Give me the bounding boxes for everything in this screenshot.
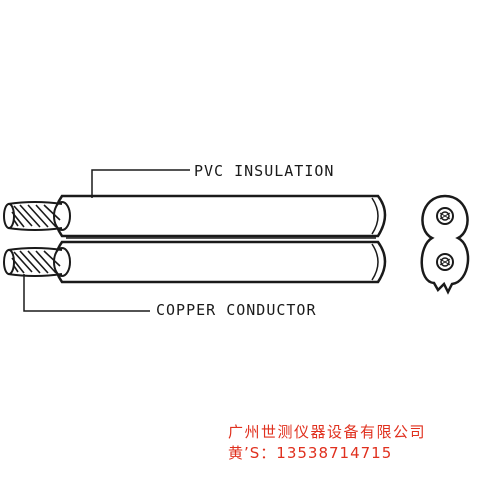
upper-cable [53, 194, 387, 238]
cross-section-outline [420, 194, 470, 295]
lower-cable-jacket [53, 240, 387, 284]
watermark-contact: 黄’S：13538714715 [228, 444, 393, 462]
lower-copper-strands [3, 247, 71, 277]
lower-cable-end-shade [371, 243, 379, 281]
watermark-company-name: 广州世测仪器设备有限公司 [228, 423, 427, 441]
cable-cross-section [420, 194, 470, 295]
lower-cable [53, 240, 387, 284]
insulation-leader-line [91, 169, 190, 198]
conductor-label: COPPER CONDUCTOR [156, 301, 317, 319]
conductor-leader-line [23, 274, 150, 312]
upper-cable-end-shade [371, 197, 379, 235]
upper-cable-jacket [53, 194, 387, 238]
upper-copper-strands [3, 201, 71, 231]
insulation-label: PVC INSULATION [194, 162, 334, 180]
